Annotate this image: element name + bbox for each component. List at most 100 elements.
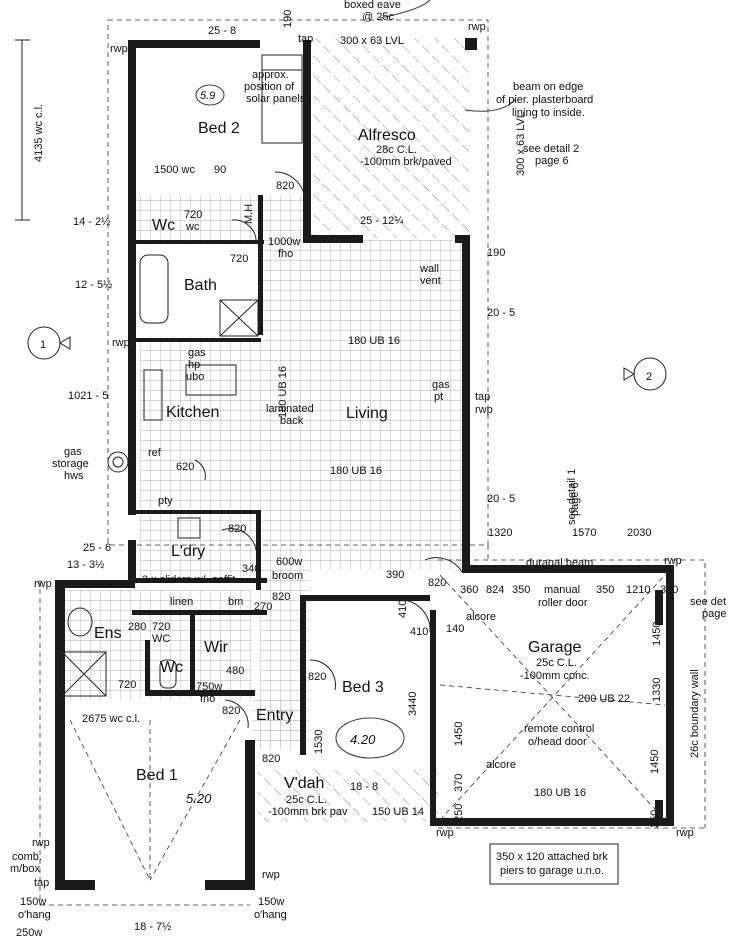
handwritten-bed1: 5.20: [186, 791, 212, 806]
dim-12-5: 12 - 5½: [75, 279, 112, 291]
dim-720-ens2: 720: [118, 679, 136, 691]
dim-25-12: 25 - 12¼: [360, 215, 404, 227]
note-rwp-garage-br: rwp: [676, 827, 694, 839]
marker-2: 2: [646, 371, 652, 383]
dim-1450c: 1450: [649, 750, 661, 774]
note-lvl-side: 300 x 63 LVL: [515, 112, 527, 176]
room-entry: Entry: [256, 707, 293, 724]
note-gas-pt-1: gas: [432, 379, 450, 391]
room-bath: Bath: [184, 277, 217, 294]
note-ub-garage: 200 UB 22: [578, 693, 630, 705]
note-garage-cl: 25c C.L.: [536, 657, 577, 669]
dim-410a: 410: [397, 600, 409, 618]
note-manual-2: roller door: [538, 597, 588, 609]
note-fho-bottom: fho: [200, 693, 215, 705]
note-see-detail-right: see det: [690, 596, 726, 608]
note-rwp-top: rwp: [468, 21, 486, 33]
dim-720-ens: 720: [152, 621, 170, 633]
dim-25-6: 25 - 6: [83, 542, 111, 554]
dim-720-wc: 720: [184, 209, 202, 221]
note-remote-1: remote control: [524, 723, 594, 735]
note-vdah-cl: 25c C.L.: [286, 794, 327, 806]
note-detail2-1: see detail 2: [523, 143, 579, 155]
note-pty: pty: [158, 495, 173, 507]
dim-1210: 1210: [626, 584, 650, 596]
dim-1330: 1330: [651, 678, 663, 702]
dim-140: 140: [446, 623, 464, 635]
dim-820-hall: 820: [428, 577, 446, 589]
dim-410b: 410: [410, 626, 428, 638]
room-bed1: Bed 1: [136, 767, 178, 784]
note-rwp-bed1-right: rwp: [262, 869, 280, 881]
note-sliders: 3 x sliders w/- soffit: [142, 574, 235, 586]
note-beam-3: lining to inside.: [512, 107, 585, 119]
note-alfresco-cl: 28c C.L.: [376, 144, 417, 156]
dim-3440: 3440: [407, 692, 419, 716]
note-ub-garage2: 180 UB 16: [534, 787, 586, 799]
dim-250b: 250: [649, 810, 661, 828]
dim-720-bath: 720: [230, 253, 248, 265]
note-rwp-garage-top: rwp: [664, 555, 682, 567]
dim-190-right: 190: [487, 247, 505, 259]
dim-1530: 1530: [313, 730, 325, 754]
dim-824: 824: [486, 584, 504, 596]
note-ub-mid: 180 UB 16: [330, 465, 382, 477]
dim-2675: 2675 wc c.l.: [82, 713, 140, 725]
note-mh: M.H: [243, 204, 255, 224]
note-boxed-eave: boxed eave: [344, 0, 401, 11]
dim-18-8: 18 - 8: [350, 781, 378, 793]
note-wall-vent-1: wall: [419, 263, 439, 275]
handwritten-bed3: 4.20: [350, 732, 376, 747]
note-ohang-left: o'hang: [18, 909, 51, 921]
note-ref: ref: [148, 447, 162, 459]
dim-4135: 4135 wc c.l.: [33, 104, 45, 162]
note-comb-2: m/box: [10, 863, 40, 875]
dim-820-vdah: 820: [262, 753, 280, 765]
note-fho-top: fho: [278, 248, 293, 260]
note-detail1-2: page 6: [569, 482, 581, 516]
note-wc-small: wc: [185, 221, 200, 233]
note-gas-pt-2: pt: [434, 391, 443, 403]
dim-1320: 1320: [488, 527, 512, 539]
room-wc-ensuite: Wc: [160, 659, 183, 676]
note-linen: linen: [170, 596, 193, 608]
walls: [55, 38, 674, 890]
dim-820-ldry: 820: [228, 523, 246, 535]
room-laundry: L'dry: [171, 543, 205, 560]
note-laminated-2: back: [280, 415, 304, 427]
note-detail2-2: page 6: [535, 155, 569, 167]
dim-13-3: 13 - 3½: [67, 559, 104, 571]
note-at-25c: @ 25c: [362, 11, 394, 23]
room-living: Living: [346, 405, 388, 422]
note-tap-top: tap: [298, 33, 313, 45]
note-alfresco-slab: -100mm brk/paved: [360, 156, 452, 168]
note-alcore-2: alcore: [486, 759, 516, 771]
handwritten-bed2: 5.9: [200, 90, 215, 102]
dim-90: 90: [214, 164, 226, 176]
note-tap-right: tap: [475, 391, 490, 403]
note-solar-1: approx.: [252, 69, 289, 81]
dim-820-bed2: 820: [276, 180, 294, 192]
room-kitchen: Kitchen: [166, 404, 219, 421]
dim-250a: 250: [453, 804, 465, 822]
note-rwp-left2: rwp: [34, 578, 52, 590]
note-rwp-bed1: rwp: [32, 837, 50, 849]
note-wc-ens: WC: [152, 633, 170, 645]
dim-360b: 360: [660, 584, 678, 596]
dim-820-bed3: 820: [308, 671, 326, 683]
note-hp: hp: [188, 359, 200, 371]
handwritten-marks: 5.9 4.20 5.20: [186, 90, 376, 806]
note-remote-2: o/head door: [528, 736, 587, 748]
dim-1450b: 1450: [453, 722, 465, 746]
note-ub-150: 150 UB 14: [372, 806, 424, 818]
dim-150w-right: 150w: [258, 896, 284, 908]
eave-lines: [39, 19, 706, 906]
note-rwp-right: rwp: [475, 404, 493, 416]
note-duragal: duragal beam: [526, 557, 593, 569]
note-comb-1: comb.: [12, 851, 42, 863]
dim-350b: 350: [596, 584, 614, 596]
dim-1450a: 1450: [651, 622, 663, 646]
note-ub-vert: 180 UB 16: [277, 366, 289, 418]
note-vdah-slab: -100mm brk pav: [268, 806, 348, 818]
tiled-areas: [62, 195, 465, 750]
